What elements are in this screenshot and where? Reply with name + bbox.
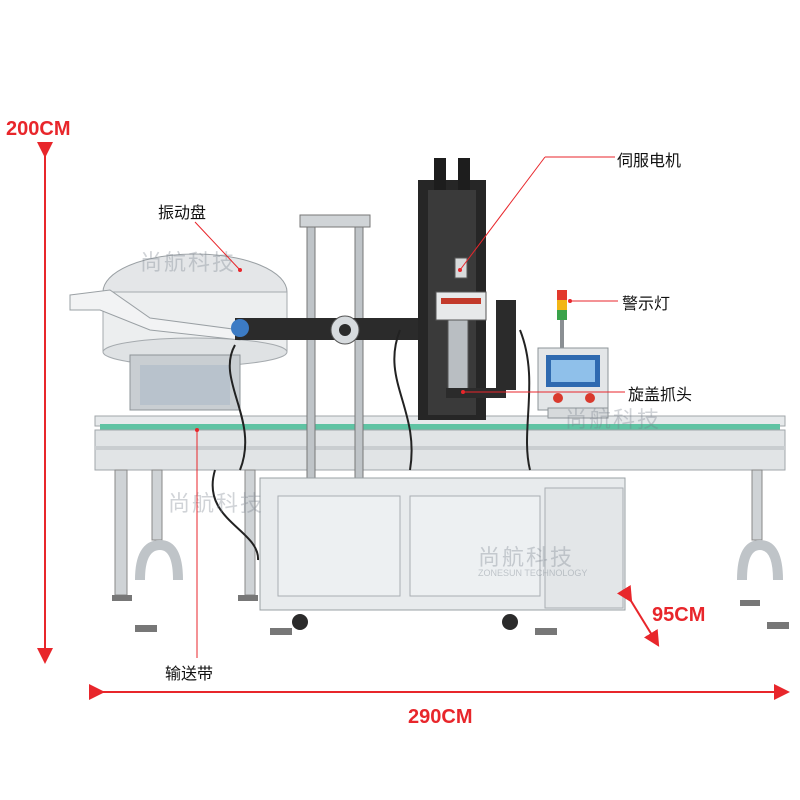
watermark-3: 尚航科技 [478, 545, 575, 570]
callout-vibration-bowl: 振动盘 [158, 203, 207, 222]
depth-dimension-line [616, 584, 660, 647]
watermark-en-1: ZONESUN TECHNOLOGY [478, 568, 588, 578]
callout-conveyor: 输送带 [165, 664, 214, 683]
watermark-2: 尚航科技 [168, 491, 265, 516]
warning-light [557, 290, 567, 348]
legs [112, 469, 789, 635]
depth-dimension-label: 95CM [652, 604, 706, 626]
cables [211, 329, 531, 561]
callout-servo-motor: 伺服电机 [617, 151, 682, 170]
conveyor-belt [94, 415, 786, 471]
watermark-4: 尚航科技 [565, 407, 662, 432]
capping-gantry [231, 158, 516, 481]
callout-capping-head: 旋盖抓头 [628, 385, 693, 404]
width-dimension-label: 290CM [408, 706, 473, 728]
watermark-1: 尚航科技 [140, 250, 237, 275]
cabinet-base [259, 477, 626, 611]
control-panel [537, 347, 609, 419]
height-dimension-label: 200CM [6, 118, 71, 140]
callout-warning-light: 警示灯 [622, 294, 671, 313]
